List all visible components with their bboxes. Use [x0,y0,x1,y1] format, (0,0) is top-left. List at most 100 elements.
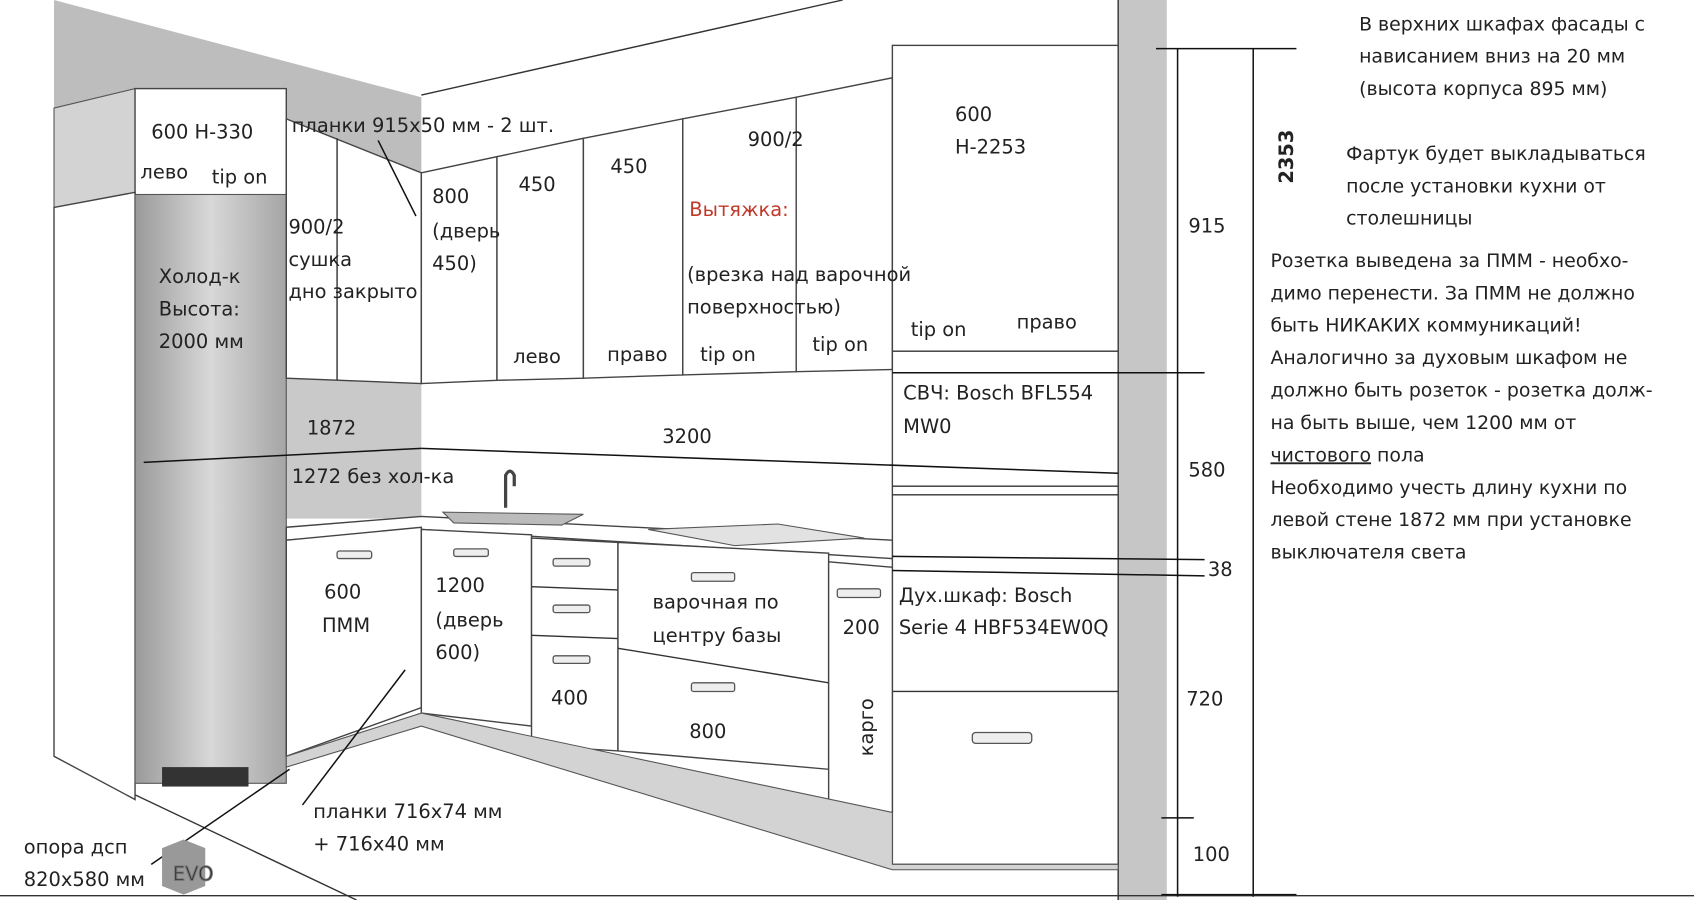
handle [552,655,591,665]
note-line: выключателя света [1271,542,1467,564]
drawer-split [617,647,829,684]
drawer-split [531,634,618,640]
label: (дверь [435,609,503,632]
left-wall-soffit [54,0,422,173]
label: 200 [843,616,880,639]
right-column [1118,0,1167,900]
label: 900/2 [748,128,804,151]
dim-countertop: 38 [1208,558,1233,581]
drawer-split [531,585,618,591]
label: СВЧ: Bosch BFL554 [903,382,1093,405]
label: 820х580 мм [24,868,145,891]
note-line: нависанием вниз на 20 мм [1359,46,1625,68]
label: 900/2 [288,215,344,238]
handle [971,731,1033,744]
note-line: Розетка выведена за ПММ - необхо- [1271,250,1629,272]
label: 2000 мм [159,330,244,353]
annotation-arrows [143,140,1205,865]
label: Serie 4 HBF534EW0Q [899,616,1109,639]
cabinet-over-fridge [134,87,287,211]
note-tail: пола [1371,444,1425,466]
label: дно закрыто [288,280,417,303]
label: лево [513,345,561,368]
handle [453,548,489,558]
faucet [503,469,516,508]
note-line: на быть выше, чем 1200 мм от [1271,412,1577,434]
label: поверхностью) [687,295,841,318]
fridge-vent [162,767,249,787]
note-line: должно быть розеток - розетка долж- [1271,380,1653,402]
dim-upper: 915 [1188,214,1225,237]
label: Н-2253 [955,135,1026,158]
cabinet-labels: 600 Н-330 лево tip on планки 915х50 мм -… [24,103,1109,895]
label: 400 [551,686,588,709]
underlined-word: чистового [1271,444,1372,466]
upper-cabinet [795,76,894,373]
label: 600 Н-330 [151,120,253,143]
label: 1272 без хол-ка [292,465,455,488]
handle [836,588,882,599]
note-line: левой стене 1872 мм при установке [1271,509,1632,531]
label: 450 [610,155,647,178]
fridge-side [53,191,136,801]
label: tip on [700,343,756,366]
note-line: быть НИКАКИХ коммуникаций! [1271,315,1582,337]
label: 1872 [307,416,356,439]
watermark-text: EVO [173,863,214,886]
label: 1200 [435,574,484,597]
label: опора дсп [24,836,128,859]
hood-label: Вытяжка: [689,198,788,221]
label: 800 [689,720,726,743]
watermark-logo [162,839,206,895]
note-line: димо перенести. За ПММ не должно [1271,282,1635,304]
handle [336,550,373,560]
label: MW0 [903,415,951,438]
note-line: чистового пола [1271,444,1425,466]
label: tip on [812,333,868,356]
label: право [607,343,667,366]
left-wall-apron [286,378,422,519]
label: tip on [212,166,268,189]
dimension-lines [1155,47,1297,897]
sink [441,511,584,526]
label: 450) [432,252,477,275]
note-line: после установки кухни от [1346,175,1606,197]
label: (дверь [432,220,500,243]
label: планки 915х50 мм - 2 шт. [292,114,554,137]
label: ПММ [322,614,370,637]
note-line: Необходимо учесть длину кухни по [1271,477,1628,499]
note-line: (высота корпуса 895 мм) [1359,78,1607,100]
label: (врезка над варочной [687,263,911,286]
label: tip on [911,318,967,341]
label: 600 [955,103,992,126]
dim-total: 2353 [1275,130,1298,184]
label: варочная по [653,590,779,613]
notes: В верхних шкафах фасады с нависанием вни… [1271,13,1653,563]
handle [552,557,591,567]
back-wall-top-edge [421,0,843,96]
label: право [1017,310,1077,333]
dim-apron: 580 [1188,458,1225,481]
dimension-labels: 2353 915 580 38 720 100 [1186,130,1298,867]
fridge [134,193,287,784]
label: Холод-к [159,265,241,288]
label: 600 [324,581,361,604]
base-cabinet [530,537,619,752]
label: 800 [432,185,469,208]
dim-base: 720 [1186,688,1223,711]
label: центру базы [653,624,782,647]
handle [690,571,736,582]
note-line: Аналогично за духовым шкафом не [1271,347,1628,369]
label: сушка [288,248,352,271]
tall-cabinet [891,44,1119,866]
label: 3200 [662,425,711,448]
handle [552,604,591,614]
note-line: столешницы [1346,208,1472,230]
label: планки 716х74 мм [313,800,502,823]
label: карго [855,698,878,756]
note-line: Фартук будет выкладываться [1346,143,1646,165]
label: лево [140,160,188,183]
dim-plinth: 100 [1193,843,1230,866]
handle [690,682,736,693]
